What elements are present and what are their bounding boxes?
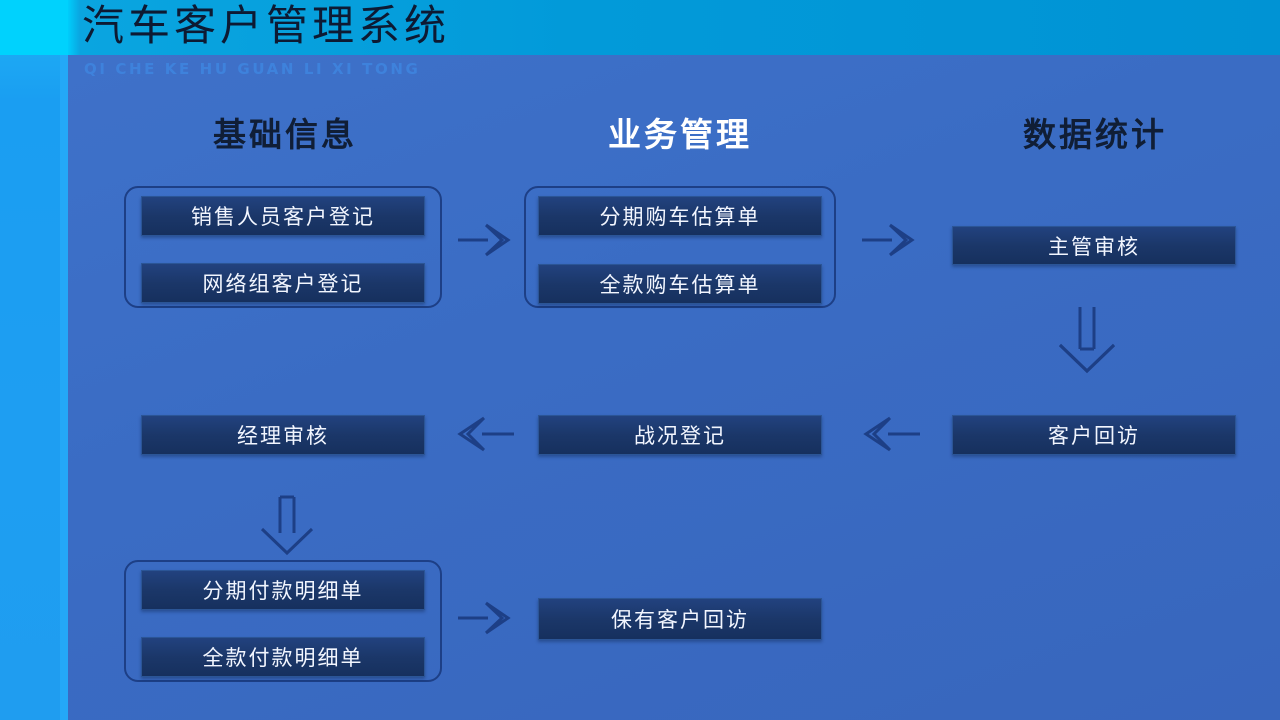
node-retained-customer-visit[interactable]: 保有客户回访 — [538, 598, 822, 640]
header-cyan-block — [0, 0, 68, 55]
node-battle-status-registration[interactable]: 战况登记 — [538, 415, 822, 455]
arrow-right-business-to-supervisor — [860, 222, 916, 258]
node-customer-visit[interactable]: 客户回访 — [952, 415, 1236, 455]
column-heading-basic-info: 基础信息 — [213, 115, 357, 154]
column-heading-business-management: 业务管理 — [608, 115, 752, 154]
arrow-right-basic-to-business — [456, 222, 512, 258]
arrow-down-manager-to-payment-detail — [258, 495, 316, 557]
arrow-right-payment-to-retained-visit — [456, 600, 512, 636]
node-netgroup-registration[interactable]: 网络组客户登记 — [141, 263, 425, 303]
header-band: 汽车客户管理系统 — [0, 0, 1280, 55]
arrow-left-customer-visit-to-battle — [858, 414, 922, 454]
group-payment-detail — [124, 560, 442, 682]
node-installment-purchase-estimate[interactable]: 分期购车估算单 — [538, 196, 822, 236]
arrow-down-supervisor-to-customer-visit — [1058, 305, 1116, 375]
node-full-payment-detail[interactable]: 全款付款明细单 — [141, 637, 425, 677]
group-basic-info — [124, 186, 442, 308]
group-business-management — [524, 186, 836, 308]
left-accent-strip-edge — [60, 55, 68, 720]
left-accent-strip — [0, 0, 68, 720]
node-supervisor-review[interactable]: 主管审核 — [952, 226, 1236, 265]
column-heading-data-statistics: 数据统计 — [1023, 115, 1167, 154]
node-full-payment-purchase-estimate[interactable]: 全款购车估算单 — [538, 264, 822, 304]
node-sales-registration[interactable]: 销售人员客户登记 — [141, 196, 425, 236]
arrow-left-battle-to-manager — [452, 414, 516, 454]
page-title: 汽车客户管理系统 — [82, 1, 451, 50]
page-subtitle-pinyin: QI CHE KE HU GUAN LI XI TONG — [84, 60, 421, 78]
node-installment-payment-detail[interactable]: 分期付款明细单 — [141, 570, 425, 610]
node-manager-review[interactable]: 经理审核 — [141, 415, 425, 455]
